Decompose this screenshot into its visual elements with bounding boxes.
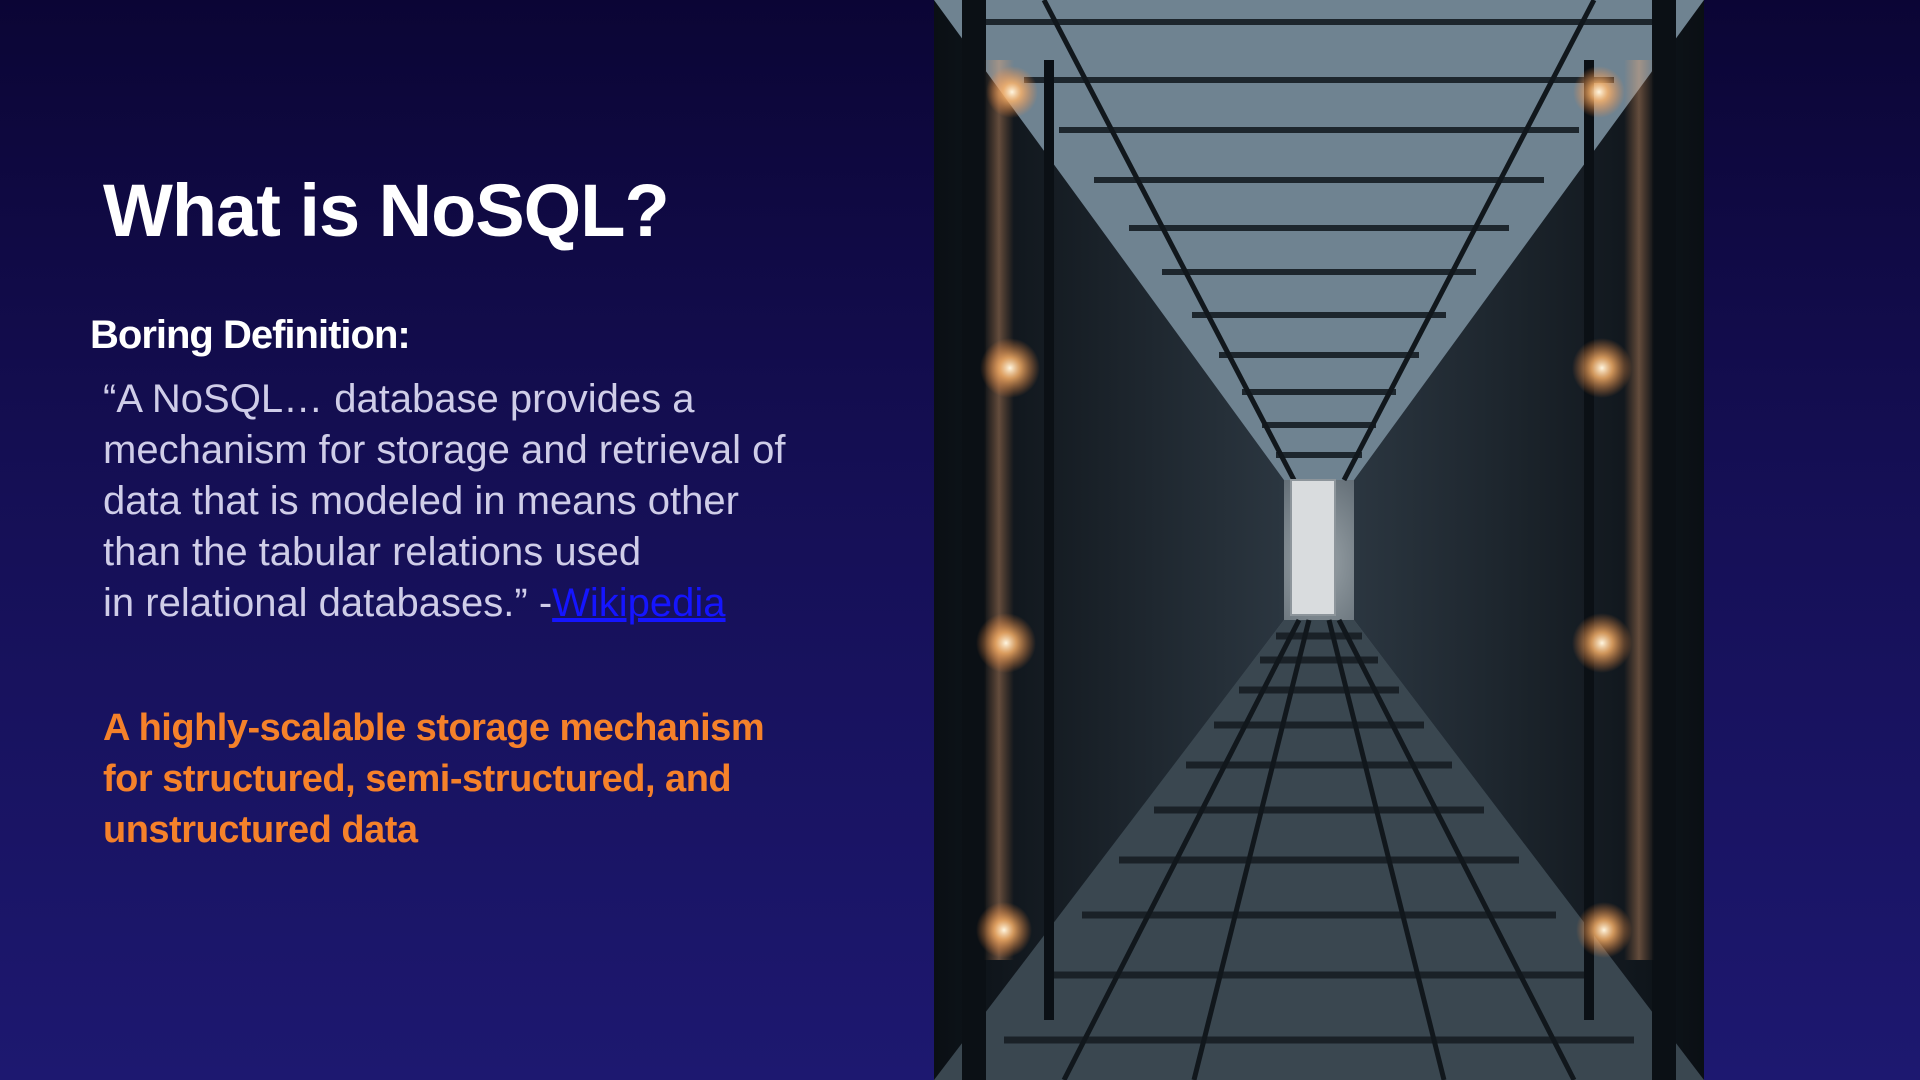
corridor-illustration bbox=[934, 0, 1704, 1080]
quote-line: data that is modeled in means other bbox=[103, 479, 739, 523]
far-server-cabinet bbox=[1291, 480, 1335, 615]
ceiling bbox=[934, 0, 1704, 480]
quote-line: mechanism for storage and retrieval of bbox=[103, 428, 786, 472]
slide-title: What is NoSQL? bbox=[103, 169, 670, 252]
right-light-streak bbox=[1624, 60, 1654, 960]
quote-line-text: in relational databases.” - bbox=[103, 581, 553, 625]
vertical-posts bbox=[962, 0, 1676, 1080]
ceiling-beams bbox=[984, 19, 1654, 458]
definition-heading: Boring Definition: bbox=[90, 313, 411, 357]
highlight-line: for structured, semi-structured, and bbox=[103, 758, 732, 800]
quote-line-last: in relational databases.” -Wikipedia bbox=[103, 578, 863, 629]
corridor-lamps bbox=[976, 66, 1632, 958]
data-center-photo bbox=[934, 0, 1704, 1080]
right-wall bbox=[1354, 0, 1704, 1080]
left-light-streak bbox=[984, 60, 1014, 960]
wikipedia-link[interactable]: Wikipedia bbox=[552, 581, 726, 625]
definition-quote: “A NoSQL… database provides a mechanism … bbox=[103, 374, 863, 629]
highlight-line: A highly-scalable storage mechanism bbox=[103, 707, 765, 749]
quote-line: “A NoSQL… database provides a bbox=[103, 377, 695, 421]
summary-highlight: A highly-scalable storage mechanism for … bbox=[103, 703, 863, 856]
highlight-line: unstructured data bbox=[103, 809, 418, 851]
left-wall bbox=[934, 0, 1284, 1080]
perspective-rails bbox=[1041, 0, 1597, 1080]
floor bbox=[934, 620, 1704, 1080]
quote-line: than the tabular relations used bbox=[103, 530, 642, 574]
